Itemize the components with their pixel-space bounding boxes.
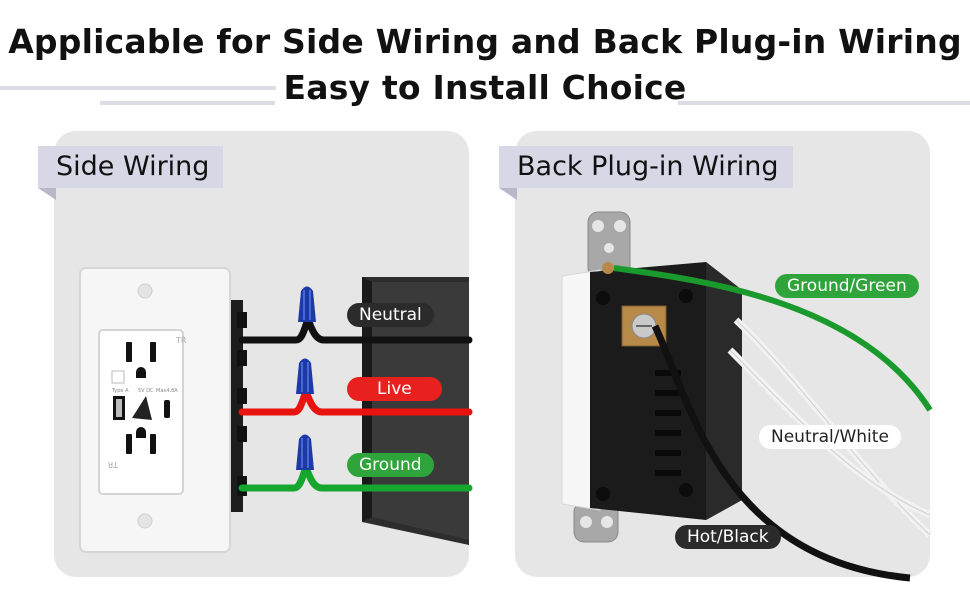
neutral-label: Neutral — [347, 303, 434, 327]
mounting-strap — [573, 211, 631, 543]
neutral-white-label: Neutral/White — [759, 425, 901, 449]
side-wires — [238, 318, 473, 492]
ground-label: Ground — [347, 453, 434, 477]
back-wiring-title: Back Plug-in Wiring — [499, 146, 793, 200]
tr-mark-top: TR — [175, 336, 187, 345]
outlet-back-body — [590, 262, 742, 520]
hot-black-label: Hot/Black — [675, 525, 781, 549]
rating-mark: 5V DC — [138, 388, 154, 394]
tr-mark-bottom: TR — [107, 460, 119, 469]
headline: Applicable for Side Wiring and Back Plug… — [8, 22, 962, 61]
side-wiring-title: Side Wiring — [38, 146, 224, 200]
header-decor-line-right — [678, 101, 970, 105]
usb-a-mark: Type A — [111, 388, 129, 394]
ground-green-label: Ground/Green — [775, 274, 919, 298]
header-decor-line-middle — [100, 101, 275, 105]
outlet-side-body — [229, 300, 247, 512]
max-mark: Max4.8A — [156, 388, 178, 394]
subheadline: Easy to Install Choice — [283, 68, 687, 107]
header-decor-line-left — [0, 86, 276, 90]
live-label: Live — [347, 377, 442, 401]
wire-nut-neutral — [298, 286, 316, 322]
wall-plate — [79, 267, 231, 553]
wire-nut-live — [296, 358, 314, 394]
wire-nut-ground — [296, 434, 314, 470]
